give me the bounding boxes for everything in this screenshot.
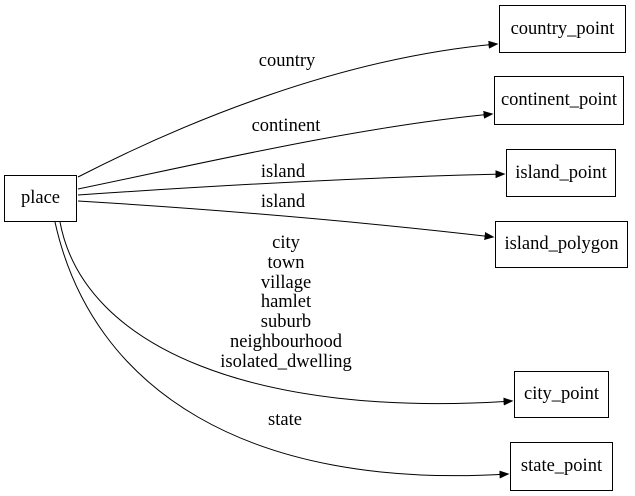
edge-label-continent: continent	[251, 116, 321, 137]
edge-place-to-island-polygon	[77, 200, 495, 240]
edge-label-line: hamlet	[260, 292, 312, 313]
edge-label-line: neighbourhood	[229, 331, 343, 352]
edge-place-to-state-point	[54, 221, 510, 479]
edge-label-island-point: island	[260, 162, 306, 183]
node-city-point: city_point	[514, 371, 609, 418]
edge-place-to-country-point	[77, 40, 499, 178]
node-island-polygon: island_polygon	[495, 221, 628, 268]
edge-label-line: village	[260, 272, 312, 293]
node-island-point: island_point	[506, 149, 616, 197]
edge-label-city-group: city town village hamlet suburb neighbou…	[220, 232, 352, 372]
edge-label-line: town	[267, 252, 305, 273]
node-continent-point: continent_point	[494, 76, 624, 125]
edge-label-line: isolated_dwelling	[220, 351, 352, 372]
node-state-point: state_point	[510, 442, 613, 491]
edge-label-country: country	[258, 51, 316, 72]
edge-place-to-city-point	[59, 221, 514, 406]
edge-place-to-continent-point	[77, 110, 494, 190]
node-country-point: country_point	[499, 5, 626, 53]
edge-label-island-polygon: island	[260, 192, 306, 213]
edge-label-state: state	[268, 410, 302, 431]
edge-place-to-island-point	[77, 170, 506, 196]
node-place: place	[4, 175, 77, 222]
edge-label-line: city	[272, 232, 300, 253]
edge-label-line: suburb	[260, 311, 312, 332]
